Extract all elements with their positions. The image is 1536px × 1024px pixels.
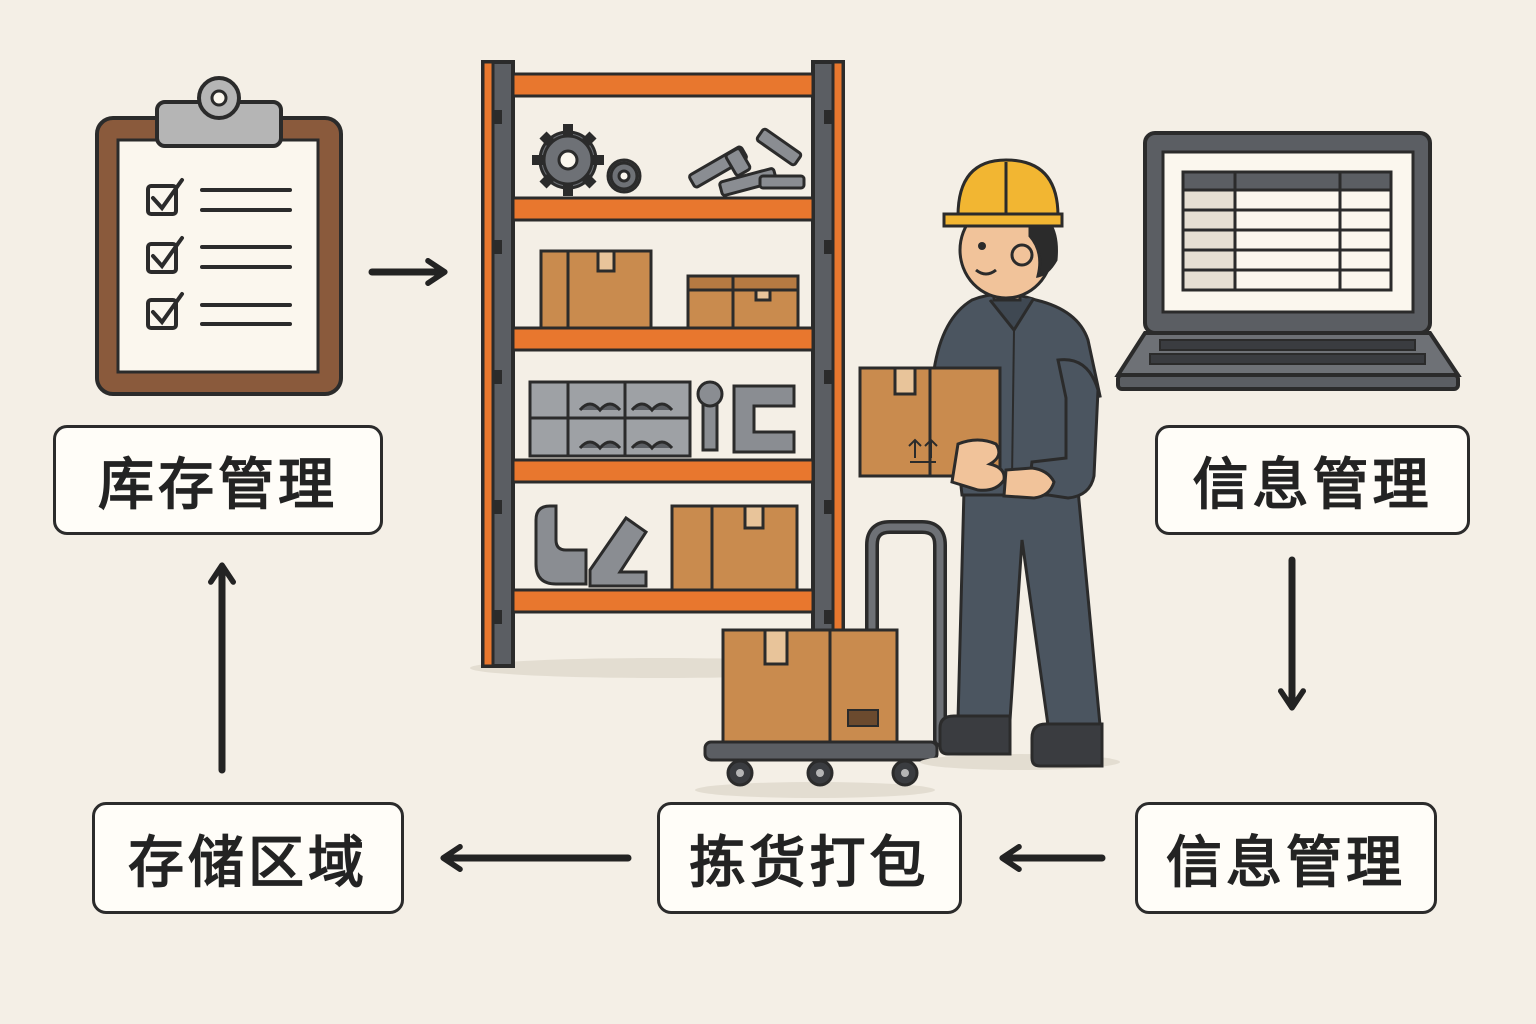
laptop-spreadsheet-icon	[1114, 131, 1462, 391]
flow-arrows	[208, 258, 1306, 872]
worker-icon	[858, 158, 1120, 770]
storage-area-label: 存储区域	[92, 802, 404, 914]
warehouse-shelf-icon	[470, 60, 850, 678]
info-management-label-top: 信息管理	[1155, 425, 1470, 535]
hand-truck-icon	[695, 520, 947, 798]
picking-packing-label: 拣货打包	[657, 802, 962, 914]
inventory-management-label: 库存管理	[53, 425, 383, 535]
info-management-label-bottom: 信息管理	[1135, 802, 1437, 914]
clipboard-checklist-icon	[95, 76, 343, 396]
